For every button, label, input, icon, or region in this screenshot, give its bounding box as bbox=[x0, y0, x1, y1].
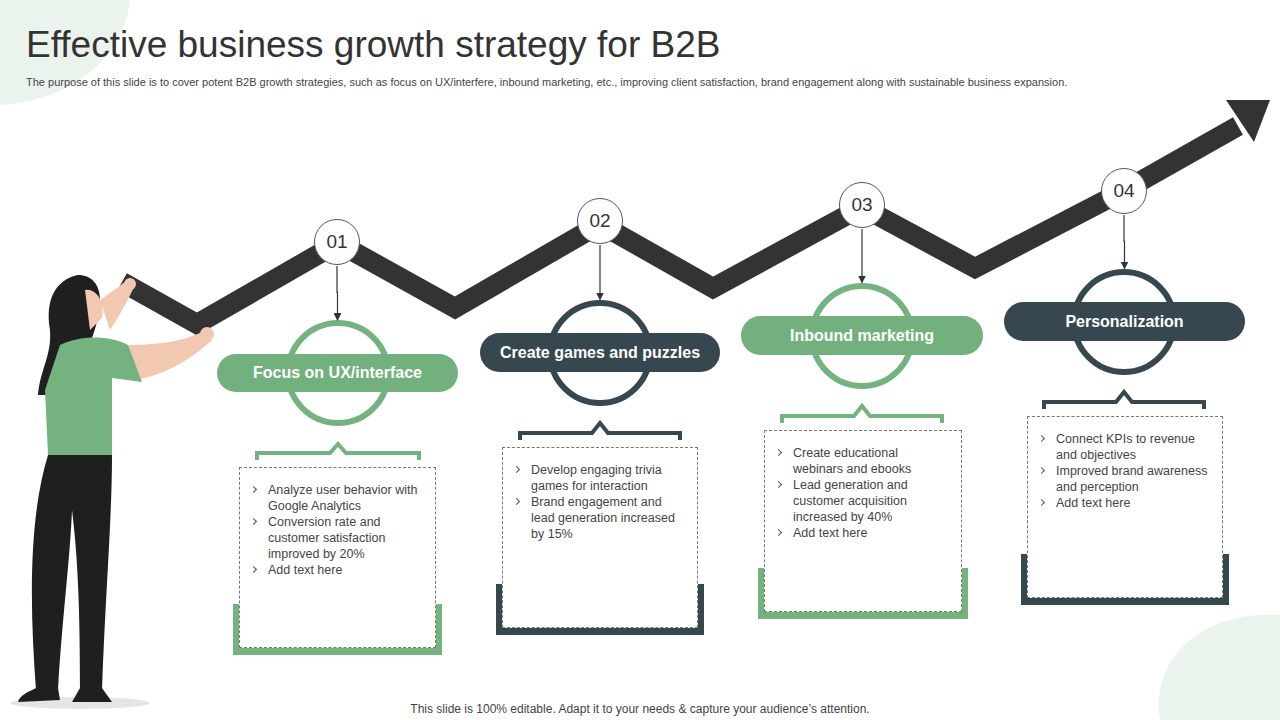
bullet-chevron bbox=[775, 481, 782, 488]
corner-blob bbox=[1159, 615, 1280, 720]
bullet-chevron bbox=[513, 466, 520, 473]
bullet-item: Develop engaging trivia games for intera… bbox=[531, 462, 687, 494]
callout-number: 02 bbox=[589, 210, 610, 232]
connector-arrow bbox=[1123, 215, 1125, 269]
bullet-item: Improved brand awareness and perception bbox=[1056, 463, 1212, 495]
slide-caption: The purpose of this slide is to cover po… bbox=[26, 76, 1067, 88]
strategy-pill: Focus on UX/interface bbox=[217, 354, 458, 392]
bracket bbox=[257, 444, 419, 460]
strategy-pill: Inbound marketing bbox=[741, 316, 983, 355]
bullet-text: Connect KPIs to revenue and objectives bbox=[1056, 432, 1195, 462]
slide-title: Effective business growth strategy for B… bbox=[26, 24, 720, 66]
connector-arrow bbox=[599, 245, 600, 300]
number-circle: 03 bbox=[839, 182, 885, 228]
bullet-chevron bbox=[1038, 499, 1045, 506]
text-box: Create educational webinars and ebooksLe… bbox=[764, 430, 962, 612]
bullet-item: Analyze user behavior with Google Analyt… bbox=[268, 482, 425, 514]
callout-number: 01 bbox=[326, 231, 347, 253]
connector-arrow bbox=[336, 266, 338, 320]
pill-label: Personalization bbox=[1065, 313, 1183, 331]
bullet-item: Add text here bbox=[1056, 495, 1212, 511]
bullet-item: Brand engagement and lead generation inc… bbox=[531, 494, 687, 542]
bullet-item: Conversion rate and customer satisfactio… bbox=[268, 514, 425, 562]
bullet-text: Create educational webinars and ebooks bbox=[793, 446, 911, 476]
growth-arrow bbox=[122, 126, 1238, 324]
bullet-item: Create educational webinars and ebooks bbox=[793, 445, 951, 477]
text-box: Connect KPIs to revenue and objectivesIm… bbox=[1027, 416, 1223, 598]
number-circle: 01 bbox=[314, 219, 360, 265]
bullet-chevron bbox=[250, 566, 257, 573]
bullet-text: Add text here bbox=[268, 563, 342, 577]
bullet-text: Brand engagement and lead generation inc… bbox=[531, 495, 675, 541]
pill-label: Focus on UX/interface bbox=[253, 364, 422, 382]
callout-number: 04 bbox=[1113, 180, 1134, 202]
bullet-text: Lead generation and customer acquisition… bbox=[793, 478, 908, 524]
bullet-chevron bbox=[1038, 467, 1045, 474]
bullet-text: Improved brand awareness and perception bbox=[1056, 464, 1207, 494]
bullet-chevron bbox=[513, 498, 520, 505]
pill-label: Create games and puzzles bbox=[500, 344, 700, 362]
bullet-text: Add text here bbox=[1056, 496, 1130, 510]
bullet-item: Lead generation and customer acquisition… bbox=[793, 477, 951, 525]
number-circle: 02 bbox=[577, 198, 623, 244]
bracket bbox=[520, 423, 680, 440]
bullet-chevron bbox=[250, 518, 257, 525]
bullet-chevron bbox=[775, 449, 782, 456]
strategy-pill: Personalization bbox=[1004, 302, 1245, 341]
footer-note: This slide is 100% editable. Adapt it to… bbox=[0, 702, 1280, 716]
bullet-item: Add text here bbox=[268, 562, 425, 578]
strategy-pill: Create games and puzzles bbox=[480, 333, 720, 372]
callout-number: 03 bbox=[851, 194, 872, 216]
bullet-item: Add text here bbox=[793, 525, 951, 541]
pill-label: Inbound marketing bbox=[790, 327, 934, 345]
bullet-item: Connect KPIs to revenue and objectives bbox=[1056, 431, 1212, 463]
text-box: Develop engaging trivia games for intera… bbox=[502, 447, 698, 628]
bullet-text: Develop engaging trivia games for intera… bbox=[531, 463, 662, 493]
bullet-chevron bbox=[1038, 435, 1045, 442]
connector-arrow bbox=[861, 229, 862, 283]
bullet-chevron bbox=[250, 486, 257, 493]
bracket bbox=[782, 406, 942, 423]
bullet-chevron bbox=[775, 529, 782, 536]
arrow-head bbox=[1226, 100, 1270, 142]
text-box: Analyze user behavior with Google Analyt… bbox=[239, 467, 436, 648]
bullet-text: Analyze user behavior with Google Analyt… bbox=[268, 483, 417, 513]
woman-figure bbox=[10, 275, 214, 709]
bracket bbox=[1044, 392, 1204, 409]
bullet-text: Conversion rate and customer satisfactio… bbox=[268, 515, 385, 561]
number-circle: 04 bbox=[1101, 168, 1147, 214]
bullet-text: Add text here bbox=[793, 526, 867, 540]
